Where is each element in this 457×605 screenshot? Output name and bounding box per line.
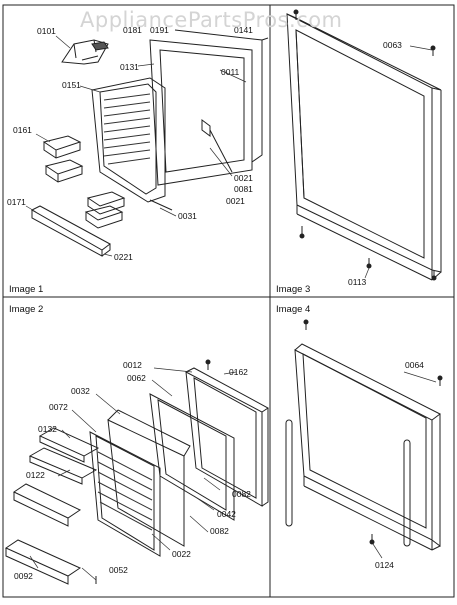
part-label: 0063 (383, 40, 402, 50)
part-label: 0042 (217, 509, 236, 519)
part-label: 0082 (232, 489, 251, 499)
part-label: 0131 (120, 62, 139, 72)
part-label: 0124 (375, 560, 394, 570)
part-label: 0072 (49, 402, 68, 412)
part-label: 0161 (13, 125, 32, 135)
image-1-labels: 0101 0181 0191 0141 0131 0011 0151 0161 … (7, 25, 253, 295)
image-3-drawing (287, 10, 441, 280)
part-label: 0101 (37, 26, 56, 36)
image-3-caption: Image 3 (276, 284, 310, 295)
panel-borders (3, 5, 454, 597)
image-1-drawing (32, 30, 268, 256)
image-4-drawing (286, 320, 442, 550)
image-2-labels: 0012 0062 0162 0032 0072 0132 0122 0082 … (9, 304, 251, 581)
image-1-leaders (26, 36, 246, 256)
part-label: 0062 (127, 373, 146, 383)
part-label: 0141 (234, 25, 253, 35)
part-label: 0052 (109, 565, 128, 575)
part-label: 0151 (62, 80, 81, 90)
part-label: 0092 (14, 571, 33, 581)
part-label: 0011 (221, 67, 240, 77)
part-label: 0032 (71, 386, 90, 396)
image-4-leaders (373, 372, 436, 558)
part-label: 0031 (178, 211, 197, 221)
part-label: 0162 (229, 367, 248, 377)
part-label: 0012 (123, 360, 142, 370)
part-label: 0021 (234, 173, 253, 183)
image-4-caption: Image 4 (276, 304, 310, 315)
part-label: 0082 (210, 526, 229, 536)
image-2-drawing (6, 360, 268, 584)
part-label: 0081 (234, 184, 253, 194)
part-label: 0122 (26, 470, 45, 480)
image-4-labels: 0064 0124 Image 4 (276, 304, 424, 570)
image-2-leaders (30, 368, 236, 580)
part-label: 0221 (114, 252, 133, 262)
watermark: AppliancePartsPros.com (80, 8, 343, 32)
part-label: 0132 (38, 424, 57, 434)
part-label: 0181 (123, 25, 142, 35)
part-label: 0022 (172, 549, 191, 559)
part-label: 0171 (7, 197, 26, 207)
part-label: 0113 (348, 277, 367, 287)
image-3-leaders (365, 46, 432, 278)
image-2-caption: Image 2 (9, 304, 43, 315)
image-1-caption: Image 1 (9, 284, 43, 295)
part-label: 0191 (150, 25, 169, 35)
image-3-labels: 0063 0113 Image 3 (276, 40, 402, 295)
part-label: 0064 (405, 360, 424, 370)
part-label: 0021 (226, 196, 245, 206)
